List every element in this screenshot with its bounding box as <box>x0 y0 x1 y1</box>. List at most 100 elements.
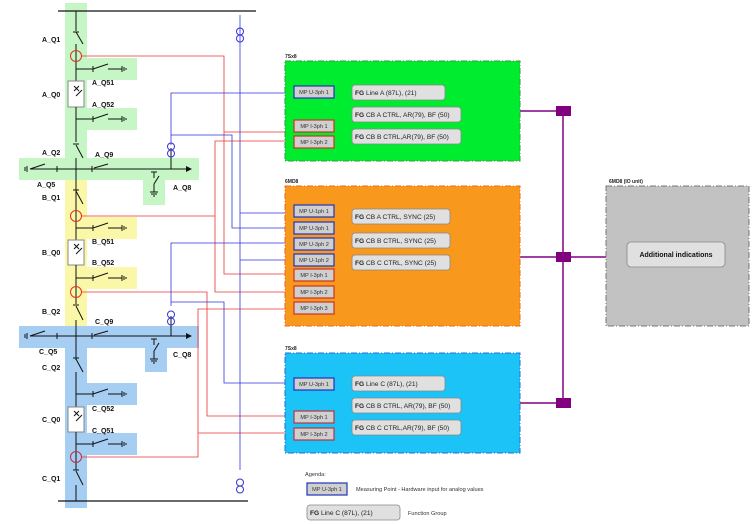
svg-text:FG CB B CTRL, SYNC (25): FG CB B CTRL, SYNC (25) <box>355 238 436 245</box>
svg-text:MP I-3ph 1: MP I-3ph 1 <box>300 415 327 421</box>
mp-u3ph-1[interactable]: MP U-3ph 1 <box>293 85 335 99</box>
fg-cb-b-sync[interactable]: FG CB B CTRL, SYNC (25) <box>351 232 451 249</box>
svg-text:FG CB C CTRL,AR(79), BF (50): FG CB C CTRL,AR(79), BF (50) <box>355 425 449 432</box>
fg-cb-b-ctrl[interactable]: FG CB B CTRL,AR(79), BF (50) <box>351 128 462 145</box>
label-c-q1: C_Q1 <box>42 476 60 483</box>
svg-text:FG CB C CTRL, SYNC (25): FG CB C CTRL, SYNC (25) <box>355 260 436 267</box>
svg-text:MP U-3ph 2: MP U-3ph 2 <box>299 242 329 248</box>
legend-fg-sample: FG Line C (87L), (21) <box>310 510 373 517</box>
label-b-q1: B_Q1 <box>42 195 60 202</box>
wire-ct-c-q1-to-6md8 <box>81 308 290 458</box>
fg-cb-c-sync[interactable]: FG CB C CTRL, SYNC (25) <box>351 254 451 271</box>
wire-ct-b-q1-to-7sx8a <box>81 140 290 217</box>
mp-u1ph-2[interactable]: MP U-1ph 2 <box>293 253 335 267</box>
svg-text:MP U-1ph 2: MP U-1ph 2 <box>299 258 329 264</box>
mp-i3ph-2[interactable]: MP I-3ph 2 <box>293 285 335 299</box>
ct-b-q2 <box>70 286 82 298</box>
svg-text:FG CB B CTRL,AR(79), BF (50): FG CB B CTRL,AR(79), BF (50) <box>355 134 449 141</box>
svg-text:MP I-3ph 2: MP I-3ph 2 <box>300 432 327 438</box>
bay-b-switchgear <box>67 189 127 360</box>
label-a-q51: A_Q51 <box>92 80 114 87</box>
svg-text:MP I-3ph 2: MP I-3ph 2 <box>300 140 327 146</box>
device-6md8[interactable]: 6MD8 MP U-1ph 1 MP U-3ph 1 MP U-3ph 2 MP… <box>284 179 521 327</box>
wire-ct-a-q1-to-6md8 <box>223 132 290 275</box>
bus-node-6md8 <box>556 252 571 262</box>
wiring <box>81 15 290 470</box>
device-name: 6MD8 (IO unit) <box>609 179 643 185</box>
label-c-q0: C_Q0 <box>42 417 60 424</box>
svg-text:MP I-3ph 1: MP I-3ph 1 <box>300 273 327 279</box>
svg-text:MP I-3ph 1: MP I-3ph 1 <box>300 124 327 130</box>
wire-vt-line-a-to-7sx8a <box>170 92 290 145</box>
label-a-q0: A_Q0 <box>42 92 60 99</box>
svg-text:MP I-3ph 2: MP I-3ph 2 <box>300 290 327 296</box>
legend-fg-desc: Function Group <box>408 511 447 517</box>
bus-node-7sx8-a <box>556 106 571 116</box>
wire-vt-line-a-to-6md8 <box>171 134 290 229</box>
svg-text:FG Line C (87L), (21): FG Line C (87L), (21) <box>355 381 418 388</box>
wire-ct-b-q2-to-7sx8c <box>81 291 290 417</box>
device-6md8-io-unit[interactable]: 6MD8 (IO unit) Additional indications <box>605 179 750 327</box>
mp-i3ph-1[interactable]: MP I-3ph 1 <box>293 410 335 424</box>
label-a-q5: A_Q5 <box>37 182 55 189</box>
device-7sx8-line-a[interactable]: 7Sx8 MP U-3ph 1 MP I-3ph 1 MP I-3ph 2 FG… <box>284 54 521 162</box>
wire-ct-b-q1-to-6md8 <box>214 216 290 293</box>
svg-text:MP U-1ph 1: MP U-1ph 1 <box>299 209 329 215</box>
legend-title: Agenda: <box>305 472 326 478</box>
mp-u3ph-2[interactable]: MP U-3ph 2 <box>293 237 335 251</box>
svg-text:MP U-3ph 1: MP U-3ph 1 <box>299 226 329 232</box>
label-a-q1: A_Q1 <box>42 37 60 44</box>
svg-text:MP U-3ph 1: MP U-3ph 1 <box>299 90 329 96</box>
arrow-feeder-a <box>186 166 192 172</box>
device-name: 7Sx8 <box>285 346 297 352</box>
fg-cb-b-ctrl[interactable]: FG CB B CTRL, AR(79), BF (50) <box>351 397 462 414</box>
label-c-q51: C_Q51 <box>92 428 114 435</box>
label-c-q5: C_Q5 <box>39 349 57 356</box>
fg-line-c[interactable]: FG Line C (87L), (21) <box>351 375 446 392</box>
label-c-q52: C_Q52 <box>92 406 114 413</box>
svg-text:MP U-3ph 1: MP U-3ph 1 <box>299 382 329 388</box>
label-c-q2: C_Q2 <box>42 365 60 372</box>
label-a-q8: A_Q8 <box>173 185 191 192</box>
label-a-q2: A_Q2 <box>42 150 60 157</box>
svg-text:FG CB B CTRL, AR(79), BF (50): FG CB B CTRL, AR(79), BF (50) <box>355 403 450 410</box>
fg-line-a[interactable]: FG Line A (87L), (21) <box>351 84 446 101</box>
legend-mp-sample: MP U-3ph 1 <box>312 487 342 493</box>
label-c-q8: C_Q8 <box>173 352 191 359</box>
mp-u1ph-1[interactable]: MP U-1ph 1 <box>293 204 335 218</box>
ct-a-q1 <box>70 50 82 62</box>
label-a-q52: A_Q52 <box>92 102 114 109</box>
legend: Agenda: MP U-3ph 1 Measuring Point - Har… <box>305 472 484 521</box>
device-7sx8-line-c[interactable]: 7Sx8 MP U-3ph 1 MP I-3ph 1 MP I-3ph 2 FG… <box>284 346 521 454</box>
mp-i3ph-1[interactable]: MP I-3ph 1 <box>293 268 335 282</box>
mp-i3ph-2[interactable]: MP I-3ph 2 <box>293 135 335 149</box>
svg-text:Additional indications: Additional indications <box>639 252 712 259</box>
mp-u3ph-1[interactable]: MP U-3ph 1 <box>293 377 335 391</box>
fg-cb-a-ctrl[interactable]: FG CB A CTRL, AR(79), BF (50) <box>351 106 462 123</box>
label-b-q52: B_Q52 <box>92 260 114 267</box>
label-b-q2: B_Q2 <box>42 309 60 316</box>
arrow-feeder-c <box>186 333 192 339</box>
mp-i3ph-1[interactable]: MP I-3ph 1 <box>293 119 335 133</box>
fg-cb-c-ctrl[interactable]: FG CB C CTRL,AR(79), BF (50) <box>351 419 462 436</box>
label-a-q9: A_Q9 <box>95 152 113 159</box>
bay-c-switchgear <box>24 316 186 501</box>
vt-busbar-bottom <box>236 478 244 494</box>
mp-i3ph-2[interactable]: MP I-3ph 2 <box>293 427 335 441</box>
additional-indications[interactable]: Additional indications <box>626 241 726 268</box>
mp-i3ph-3[interactable]: MP I-3ph 3 <box>293 301 335 315</box>
label-b-q51: B_Q51 <box>92 239 114 246</box>
svg-text:FG CB A CTRL, AR(79), BF (50): FG CB A CTRL, AR(79), BF (50) <box>355 112 450 119</box>
wire-vt-line-c-to-6md8 <box>170 242 290 306</box>
fg-cb-a-sync[interactable]: FG CB A CTRL, SYNC (25) <box>351 208 451 225</box>
bus-node-7sx8-c <box>556 398 571 408</box>
svg-text:FG Line A (87L), (21): FG Line A (87L), (21) <box>355 90 417 97</box>
device-name: 6MD8 <box>285 179 299 185</box>
mp-u3ph-1[interactable]: MP U-3ph 1 <box>293 221 335 235</box>
svg-text:FG CB A CTRL, SYNC (25): FG CB A CTRL, SYNC (25) <box>355 214 435 221</box>
switchgear-labels: A_Q1 A_Q0 A_Q51 A_Q52 A_Q2 A_Q9 A_Q5 A_Q… <box>37 37 191 483</box>
legend-mp-desc: Measuring Point - Hardware input for ana… <box>356 487 484 493</box>
wire-vt-line-c-to-7sx8c <box>171 301 290 384</box>
wire-ct-a-q1-to-7sx8a <box>81 55 290 133</box>
